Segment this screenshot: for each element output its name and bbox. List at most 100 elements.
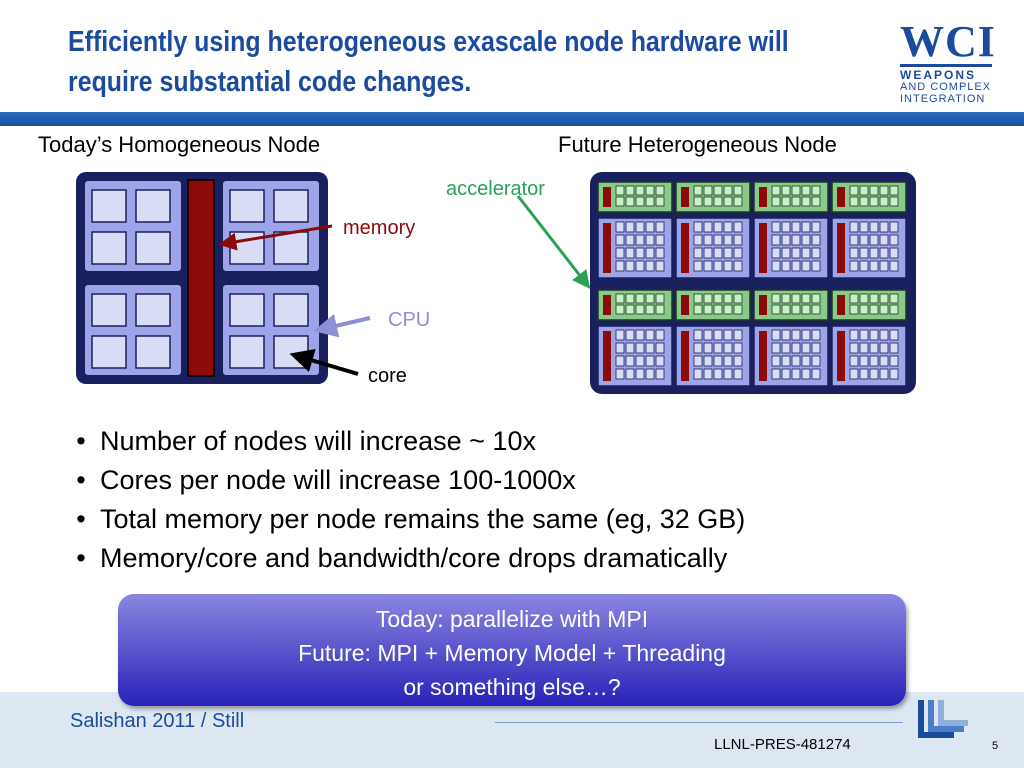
core-block — [859, 221, 869, 233]
accelerator-core — [781, 185, 791, 196]
accelerator-core — [655, 196, 665, 207]
core-block — [645, 329, 655, 341]
memory-block — [837, 295, 845, 315]
core-block — [849, 221, 859, 233]
core-block — [733, 368, 743, 380]
wci-logo-line-3: INTEGRATION — [900, 93, 986, 105]
core-block — [889, 221, 899, 233]
core-block — [655, 260, 665, 272]
core-block — [869, 221, 879, 233]
core-block — [811, 368, 821, 380]
accelerator-core — [889, 185, 899, 196]
accelerator-core — [693, 293, 703, 304]
footer-rule — [495, 722, 903, 723]
accelerator-core — [635, 304, 645, 315]
core-block — [889, 234, 899, 246]
memory-block — [837, 331, 845, 381]
core-block — [723, 355, 733, 367]
callout-line-2: Future: MPI + Memory Model + Threading — [298, 640, 726, 666]
core-block — [771, 221, 781, 233]
accelerator-core — [859, 196, 869, 207]
core-block — [889, 260, 899, 272]
core-block — [723, 368, 733, 380]
core-block — [801, 342, 811, 354]
accelerator-core — [713, 196, 723, 207]
accelerator-core — [849, 304, 859, 315]
core-block — [771, 247, 781, 259]
memory-block — [681, 331, 689, 381]
bullet-item: •Cores per node will increase 100-1000x — [62, 461, 745, 500]
heterogeneous-node — [590, 172, 916, 394]
core-block — [801, 368, 811, 380]
accelerator-core — [869, 293, 879, 304]
core-block — [869, 247, 879, 259]
heterogeneous-node-caption: Future Heterogeneous Node — [558, 132, 837, 157]
core-block — [723, 234, 733, 246]
memory-block — [759, 187, 767, 207]
core-block — [801, 329, 811, 341]
accelerator-core — [703, 196, 713, 207]
core-block — [693, 368, 703, 380]
core-arrow — [289, 348, 359, 376]
accelerator-label-text: accelerator — [446, 178, 545, 200]
accelerator-core — [869, 304, 879, 315]
accelerator-core — [615, 293, 625, 304]
core-block — [703, 260, 713, 272]
accelerator-core — [713, 293, 723, 304]
memory-block — [837, 223, 845, 273]
cpu-label-text: CPU — [388, 309, 431, 331]
accelerator-core — [791, 196, 801, 207]
accelerator-core — [625, 196, 635, 207]
core-block — [811, 260, 821, 272]
core-block — [615, 247, 625, 259]
core-block — [713, 260, 723, 272]
core-block — [791, 221, 801, 233]
accelerator-core — [879, 196, 889, 207]
core-block — [869, 260, 879, 272]
core-block — [879, 368, 889, 380]
accelerator-core — [615, 304, 625, 315]
llnl-logo-icon — [918, 700, 968, 738]
core-block — [771, 260, 781, 272]
core-block — [273, 231, 309, 265]
core-block — [273, 335, 309, 369]
core-block — [723, 247, 733, 259]
core-block — [713, 368, 723, 380]
core-block — [625, 329, 635, 341]
cpu-label: CPU — [388, 309, 430, 332]
core-block — [781, 368, 791, 380]
core-block — [615, 355, 625, 367]
core-block — [849, 342, 859, 354]
memory-block — [603, 223, 611, 273]
accelerator-core — [703, 304, 713, 315]
accelerator-core — [645, 304, 655, 315]
accelerator-core — [723, 304, 733, 315]
bullet-item: •Memory/core and bandwidth/core drops dr… — [62, 539, 745, 578]
core-block — [889, 329, 899, 341]
core-block — [859, 355, 869, 367]
core-block — [879, 342, 889, 354]
accelerator-core — [703, 293, 713, 304]
accelerator-core — [625, 304, 635, 315]
accelerator-core — [781, 304, 791, 315]
core-block — [635, 260, 645, 272]
footer-document-code: LLNL-PRES-481274 — [714, 736, 851, 753]
core-block — [135, 231, 171, 265]
core-block — [811, 342, 821, 354]
core-block — [645, 355, 655, 367]
core-block — [879, 355, 889, 367]
accelerator-core — [811, 304, 821, 315]
core-block — [879, 260, 889, 272]
core-block — [655, 368, 665, 380]
callout-line-3: or something else…? — [403, 674, 621, 700]
core-block — [879, 329, 889, 341]
core-block — [791, 260, 801, 272]
core-label: core — [368, 365, 407, 388]
core-block — [771, 329, 781, 341]
core-block — [781, 342, 791, 354]
accelerator-core — [849, 293, 859, 304]
core-block — [771, 355, 781, 367]
core-block — [615, 260, 625, 272]
wci-logo-letters: WCI — [900, 17, 996, 66]
memory-block — [681, 187, 689, 207]
